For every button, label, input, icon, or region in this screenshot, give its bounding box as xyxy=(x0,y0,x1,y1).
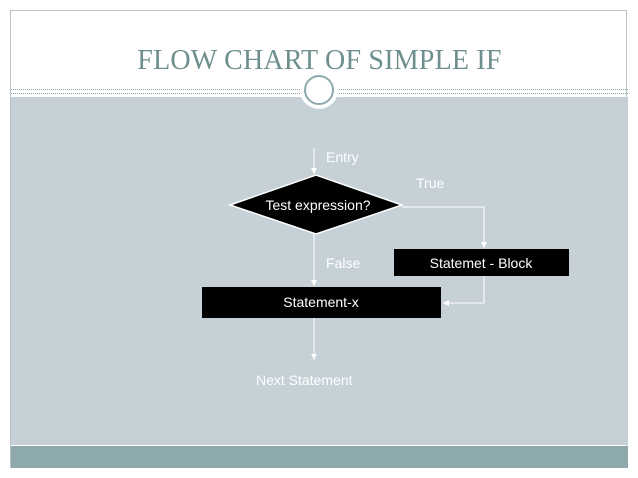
true-arrow xyxy=(402,206,487,248)
decision-label: Test expression? xyxy=(265,197,370,213)
entry-label: Entry xyxy=(326,149,359,165)
slide-title: FLOW CHART OF SIMPLE IF xyxy=(137,45,502,76)
true-block-box xyxy=(394,249,569,276)
slide: FLOW CHART OF SIMPLE IF xyxy=(10,10,628,468)
statement-x-label: Statement-x xyxy=(283,294,358,310)
ornament-ring xyxy=(304,75,334,105)
circle-ornament-icon xyxy=(300,71,338,109)
false-label: False xyxy=(326,255,360,271)
next-statement-label: Next Statement xyxy=(256,372,353,388)
true-block-label: Statemet - Block xyxy=(430,255,534,271)
decision-diamond xyxy=(227,174,405,235)
footer-band xyxy=(11,446,628,468)
statement-x-box xyxy=(202,287,441,318)
merge-arrow xyxy=(443,276,485,306)
true-label: True xyxy=(416,175,444,191)
